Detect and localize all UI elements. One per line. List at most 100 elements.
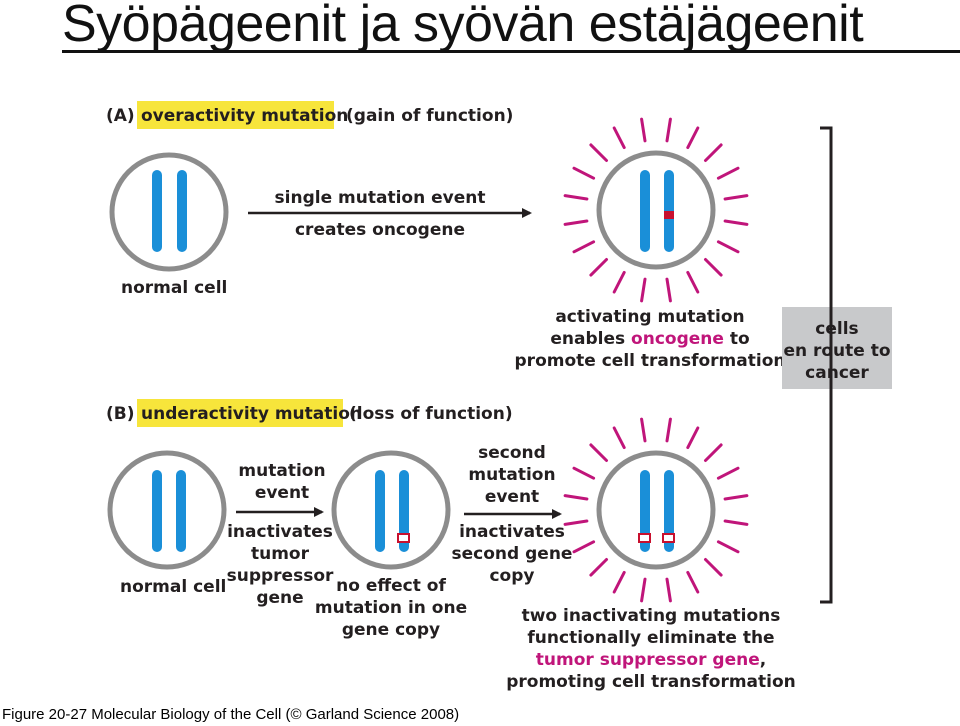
panel-a-subheading: (gain of function) bbox=[346, 106, 513, 126]
panel-b-arrow1-bottom-2: tumor bbox=[251, 544, 310, 564]
panel-a-arrow-text-2: creates oncogene bbox=[295, 220, 465, 240]
panel-b-transformed-cell bbox=[596, 450, 716, 570]
panel-b-middle-text-1: no effect of bbox=[336, 576, 446, 596]
ray bbox=[640, 117, 647, 143]
ray bbox=[612, 426, 626, 450]
chromosome bbox=[640, 170, 650, 252]
panel-a-arrow-text-1: single mutation event bbox=[275, 188, 486, 208]
title-underline bbox=[62, 50, 960, 53]
panel-a-normal-cell bbox=[109, 152, 229, 272]
oncogene-highlight: oncogene bbox=[631, 329, 724, 349]
panel-b-cell-label: normal cell bbox=[120, 577, 226, 597]
panel-a-result-line-2: enables oncogene to bbox=[550, 329, 749, 349]
chromosome bbox=[176, 470, 186, 552]
ray bbox=[686, 126, 700, 150]
ray bbox=[704, 143, 723, 162]
panel-b-arrow2-top-1: second bbox=[478, 443, 546, 463]
chromosome bbox=[152, 170, 162, 252]
panel-b-arrow2-bottom-2: second gene bbox=[452, 544, 573, 564]
ray bbox=[716, 466, 740, 480]
ray bbox=[665, 417, 672, 443]
panel-b-arrow1-top-1: mutation bbox=[238, 461, 325, 481]
panel-b-heading-highlight bbox=[137, 399, 343, 427]
ray bbox=[723, 519, 749, 526]
ray bbox=[665, 577, 672, 603]
panel-b-heading: underactivity mutation bbox=[141, 404, 362, 424]
panel-b-arrow1-bottom-1: inactivates bbox=[227, 522, 333, 542]
ray bbox=[665, 117, 672, 143]
inactivating-mutation-mark bbox=[638, 533, 651, 543]
ray bbox=[589, 443, 608, 462]
activating-mutation-mark bbox=[664, 211, 674, 219]
ray bbox=[612, 270, 626, 294]
ray bbox=[612, 570, 626, 594]
ray bbox=[640, 417, 647, 443]
ray bbox=[723, 494, 749, 501]
figure-caption: Figure 20-27 Molecular Biology of the Ce… bbox=[2, 706, 460, 723]
outcome-box-line-3: cancer bbox=[805, 363, 869, 383]
panel-b-letter: (B) bbox=[106, 404, 135, 424]
ray bbox=[589, 143, 608, 162]
outcome-box bbox=[782, 307, 892, 389]
ray bbox=[686, 270, 700, 294]
panel-b-middle-text-2: mutation in one bbox=[315, 598, 467, 618]
ray bbox=[589, 258, 608, 277]
chromosome bbox=[152, 470, 162, 552]
inactivating-mutation-mark bbox=[397, 533, 410, 543]
chromosome bbox=[375, 470, 385, 552]
ray bbox=[704, 258, 723, 277]
ray bbox=[704, 443, 723, 462]
inactivating-mutation-mark bbox=[662, 533, 675, 543]
panel-b-rays bbox=[563, 417, 749, 603]
ray bbox=[572, 240, 596, 254]
chromosome bbox=[399, 470, 409, 552]
panel-b-arrow2-bottom-1: inactivates bbox=[459, 522, 565, 542]
panel-b-arrow2-top-3: event bbox=[485, 487, 539, 507]
panel-a-transformed-cell bbox=[596, 150, 716, 270]
ray bbox=[589, 558, 608, 577]
panel-b-result-line-1: two inactivating mutations bbox=[522, 606, 781, 626]
chromosome bbox=[640, 470, 650, 552]
ray bbox=[563, 219, 589, 226]
panel-b-arrow2-bottom-3: copy bbox=[489, 566, 534, 586]
chromosome bbox=[664, 470, 674, 552]
ray bbox=[723, 219, 749, 226]
panel-b-middle-text-3: gene copy bbox=[342, 620, 440, 640]
panel-b-arrow1-bottom-4: gene bbox=[256, 588, 303, 608]
panel-a-cell-label: normal cell bbox=[121, 278, 227, 298]
panel-b-result-line-2: functionally eliminate the bbox=[527, 628, 774, 648]
ray bbox=[572, 466, 596, 480]
ray bbox=[686, 570, 700, 594]
chromosome bbox=[177, 170, 187, 252]
right-bracket bbox=[820, 126, 833, 604]
panel-b-result-line-4: promoting cell transformation bbox=[506, 672, 796, 692]
ray bbox=[563, 194, 589, 201]
ray bbox=[716, 540, 740, 554]
ray bbox=[572, 540, 596, 554]
panel-b-arrow2-top-2: mutation bbox=[468, 465, 555, 485]
panel-b-subheading: (loss of function) bbox=[349, 404, 513, 424]
panel-a-result-line-3: promote cell transformation bbox=[515, 351, 786, 371]
ray bbox=[704, 558, 723, 577]
ray bbox=[665, 277, 672, 303]
ray bbox=[612, 126, 626, 150]
ray bbox=[723, 194, 749, 201]
ray bbox=[716, 240, 740, 254]
panel-a-heading: overactivity mutation bbox=[141, 106, 348, 126]
panel-a-result-line-1: activating mutation bbox=[555, 307, 744, 327]
panel-a-letter: (A) bbox=[106, 106, 135, 126]
panel-b-arrow1-bottom-3: suppressor bbox=[227, 566, 334, 586]
outcome-box-line-2: en route to bbox=[783, 341, 890, 361]
page-title: Syöpägeenit ja syövän estäjägeenit bbox=[62, 0, 864, 53]
ray bbox=[572, 166, 596, 180]
panel-a-heading-highlight bbox=[137, 101, 334, 129]
panel-b-normal-cell bbox=[107, 450, 227, 570]
ray bbox=[716, 166, 740, 180]
tumor-suppressor-highlight: tumor suppressor gene bbox=[536, 650, 760, 670]
panel-b-result-line-3: tumor suppressor gene, bbox=[536, 650, 766, 670]
panel-b-middle-cell bbox=[331, 450, 451, 570]
ray bbox=[640, 277, 647, 303]
panel-a-rays bbox=[563, 117, 749, 303]
ray bbox=[563, 494, 589, 501]
